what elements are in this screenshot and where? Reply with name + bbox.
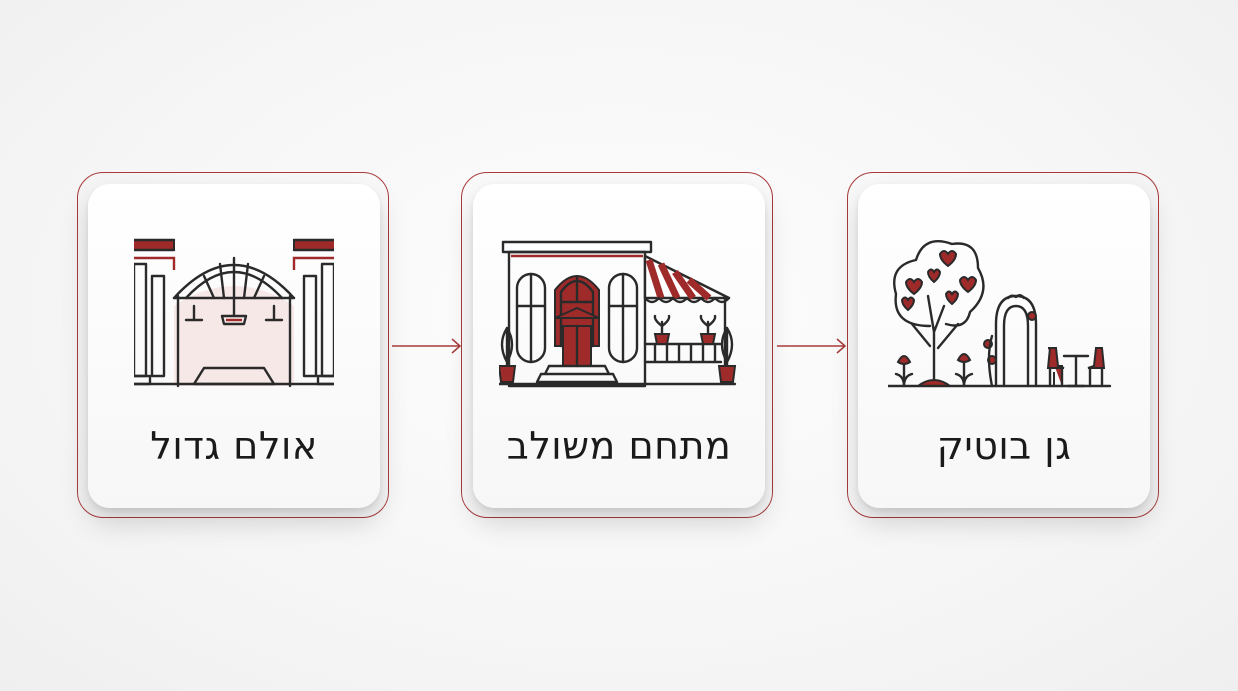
card-boutique-garden[interactable]: גן בוטיק [858, 184, 1150, 508]
card-label-boutique-garden: גן בוטיק [936, 424, 1072, 468]
card-frame-combined-venue [461, 172, 773, 518]
card-frame-large-hall [77, 172, 389, 518]
banquet-hall-icon [134, 238, 334, 388]
card-label-combined-venue: מתחם משולב [506, 424, 732, 468]
card-frame-boutique-garden [847, 172, 1159, 518]
arrow-right-icon [392, 338, 462, 354]
card-large-hall[interactable]: אולם גדול [88, 184, 380, 508]
card-combined-venue[interactable]: מתחם משולב [473, 184, 765, 508]
boutique-garden-icon [888, 240, 1112, 388]
card-label-large-hall: אולם גדול [150, 424, 318, 468]
combined-venue-icon [499, 240, 737, 388]
arrow-right-icon [777, 338, 847, 354]
